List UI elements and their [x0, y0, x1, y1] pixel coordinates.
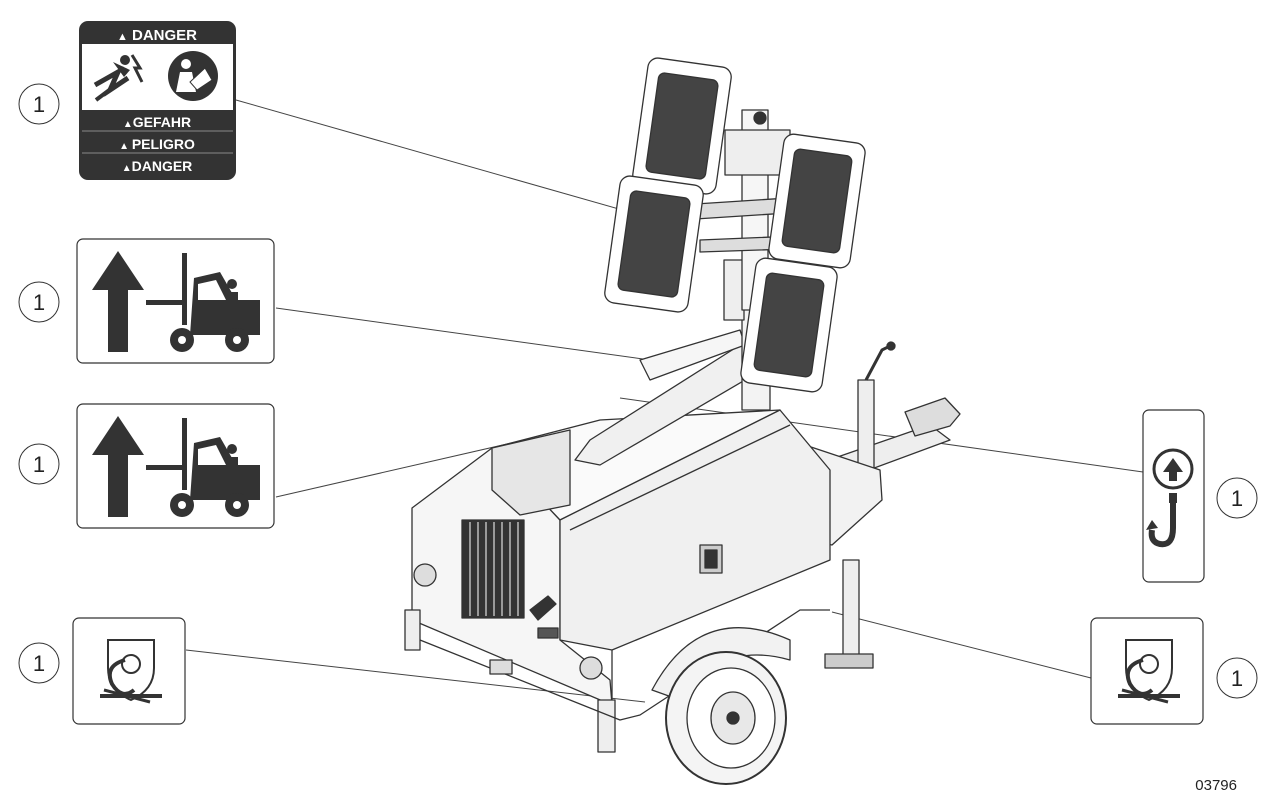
danger-header: DANGER — [132, 27, 197, 44]
callout-forklift-lower: 1 — [18, 443, 60, 485]
forklift-icon — [146, 253, 260, 352]
callout-number: 1 — [33, 92, 45, 117]
lift-decal — [1142, 409, 1205, 583]
callout-number: 1 — [33, 452, 45, 477]
callout-danger: 1 — [18, 83, 60, 125]
chassis — [404, 609, 830, 753]
leader-line-tiedown-right — [831, 611, 1092, 679]
danger-row-label: DANGER — [132, 158, 193, 174]
floodlight — [740, 257, 838, 393]
callout-number: 1 — [1231, 666, 1243, 691]
leader-lines — [185, 99, 1144, 703]
callout-number: 1 — [33, 651, 45, 676]
engine-housing — [411, 409, 831, 706]
svg-text:▲ DANGER: ▲ DANGER — [117, 27, 197, 44]
leader-line-lift — [619, 397, 1144, 473]
callout-tiedown-right: 1 — [1216, 657, 1258, 699]
danger-row-label: GEFAHR — [133, 114, 191, 130]
light-tower-trailer-illustration — [404, 57, 961, 785]
callout-number: 1 — [1231, 486, 1243, 511]
callout-number: 1 — [33, 290, 45, 315]
forklift-decal — [76, 238, 275, 364]
trailer-wheel — [651, 627, 791, 785]
callout-forklift-upper: 1 — [18, 281, 60, 323]
up-arrow-icon — [92, 416, 144, 517]
tiedown-decal — [1090, 617, 1204, 725]
tiedown-decal — [72, 617, 186, 725]
tie-down-icon — [1118, 639, 1180, 704]
forklift-icon — [146, 418, 260, 517]
stabilizer-leg — [824, 559, 874, 669]
callout-lift: 1 — [1216, 477, 1258, 519]
read-manual-icon — [168, 51, 218, 101]
danger-row-label: PELIGRO — [132, 136, 195, 152]
lifting-hook-icon — [1146, 493, 1177, 548]
figure-number: 03796 — [1195, 777, 1237, 794]
svg-text:▲DANGER: ▲DANGER — [122, 158, 193, 174]
leader-line-forklift-upper — [275, 307, 651, 361]
floodlight — [604, 175, 704, 313]
electric-shock-icon — [93, 54, 144, 102]
up-arrow-icon — [92, 251, 144, 352]
floodlight — [768, 133, 866, 269]
forklift-decal — [76, 403, 275, 529]
leader-line-danger — [235, 99, 641, 216]
floodlight — [632, 57, 732, 195]
warning-triangle-icon: ▲ — [117, 31, 128, 43]
svg-text:▲GEFAHR: ▲GEFAHR — [123, 114, 191, 130]
callout-tiedown-left: 1 — [18, 642, 60, 684]
tie-down-icon — [100, 639, 162, 704]
danger-decal: ▲ DANGER ▲GEFAHR ▲ PELIGRO ▲DANGER — [79, 21, 236, 180]
up-arrow-circle-icon — [1152, 448, 1194, 490]
svg-text:▲ PELIGRO: ▲ PELIGRO — [119, 136, 195, 152]
leader-line-tiedown-left — [185, 649, 646, 703]
